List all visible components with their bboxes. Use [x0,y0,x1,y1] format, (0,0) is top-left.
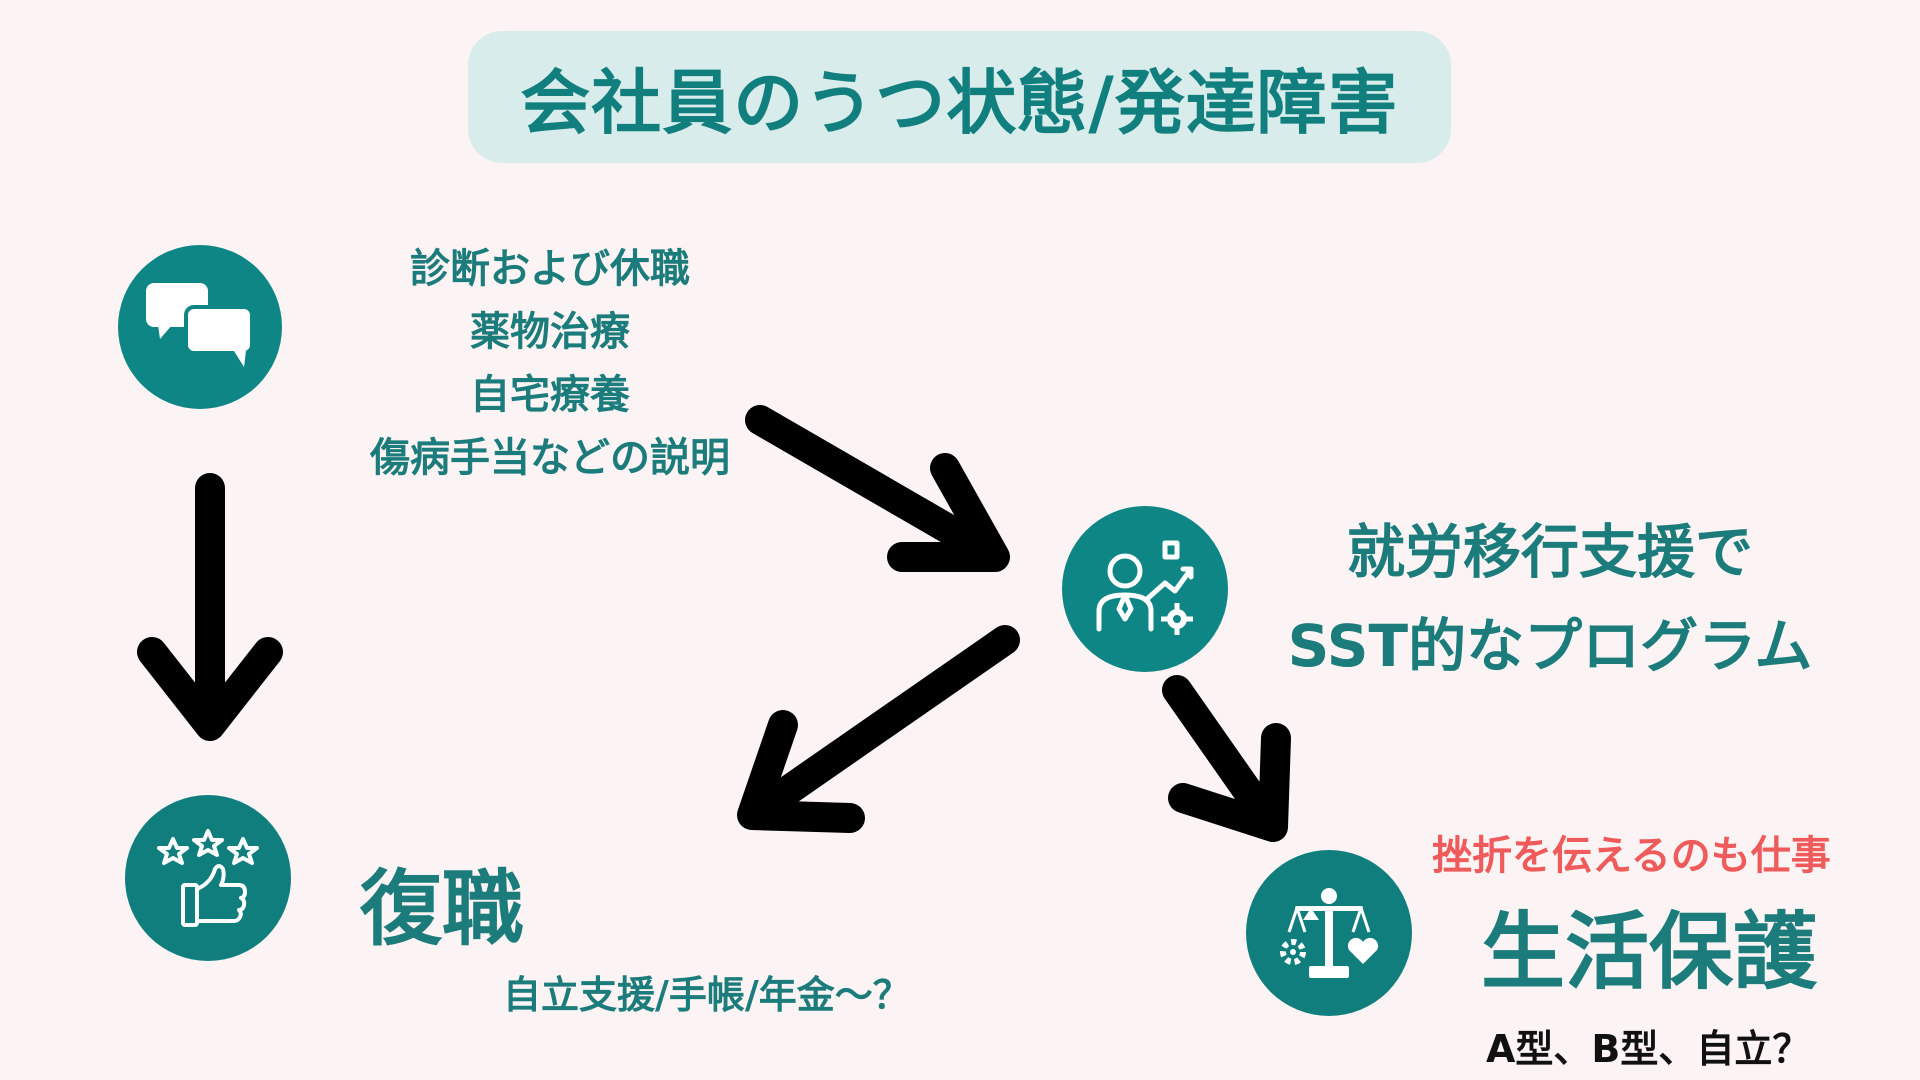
title-banner: 会社員のうつ状態/発達障害 [468,31,1451,163]
arrow-diagnosis-to-transition [745,405,1010,572]
diagnosis-node [118,245,282,409]
transition-line-1: 就労移行支援で [1346,518,1753,586]
worker-growth-icon [1096,540,1194,635]
speech-bubbles-icon [146,283,254,367]
employment-types-label: A型、B型、自立？ [1486,1027,1811,1071]
arrow-diagnosis-to-return [137,473,283,741]
page-title: 会社員のうつ状態/発達障害 [520,61,1399,144]
thumbs-up-stars-icon [157,829,259,927]
return-to-work-label: 復職 [360,862,525,957]
welfare-node [1246,850,1412,1016]
support-options-label: 自立支援/手帳/年金〜？ [503,973,911,1017]
transition-line-2: SST的なプログラム [1287,612,1813,680]
arrow-transition-to-return [737,625,1020,833]
diagnosis-item: 傷病手当などの説明 [370,435,730,481]
diagnosis-item: 診断および休職 [410,246,690,292]
transition-node [1062,506,1228,672]
frustration-note: 挫折を伝えるのも仕事 [1432,833,1831,879]
diagnosis-item: 自宅療養 [470,372,630,418]
diagnosis-steps: 診断および休職 薬物治療 自宅療養 傷病手当などの説明 [320,238,780,490]
diagnosis-item: 薬物治療 [470,309,630,355]
welfare-label: 生活保護 [1481,903,1818,1001]
return-node [125,795,291,961]
balance-scale-icon [1280,888,1379,978]
transition-description: 就労移行支援で SST的なプログラム [1240,505,1860,693]
arrow-transition-to-welfare [1162,675,1291,842]
